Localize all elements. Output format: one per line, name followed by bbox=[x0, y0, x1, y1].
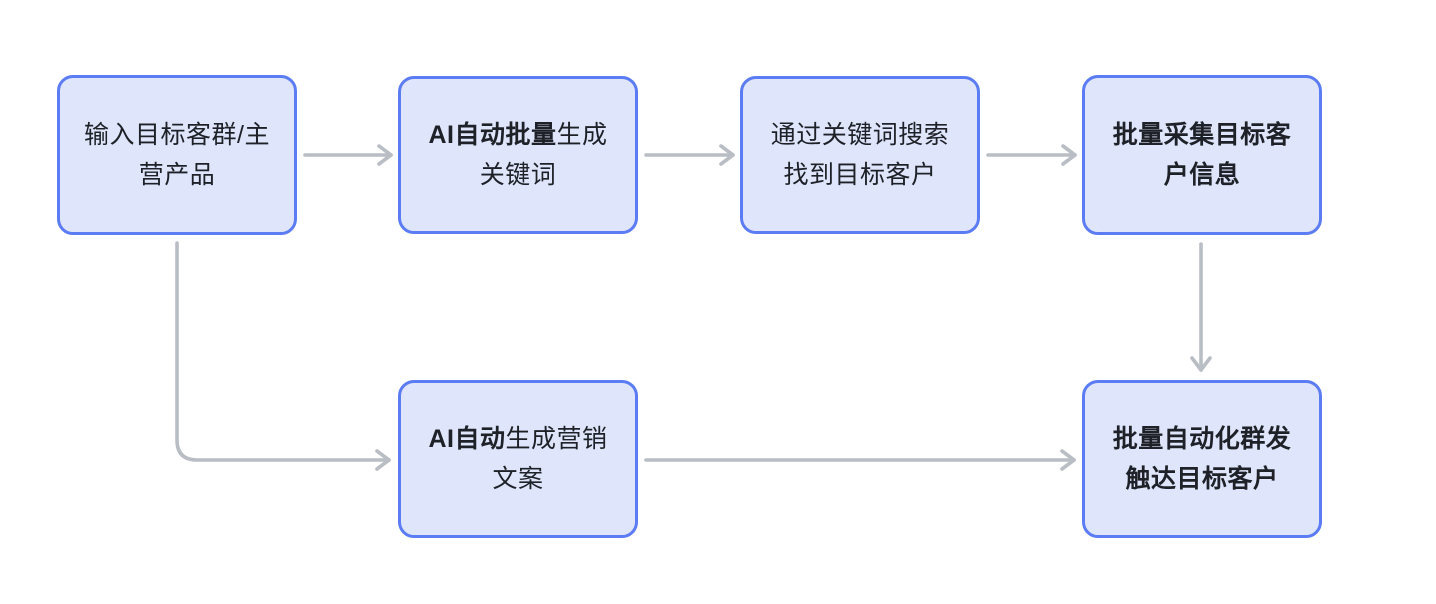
node-text-line: 关键词 bbox=[480, 155, 557, 195]
node-text-segment: 触达目标客户 bbox=[1125, 465, 1279, 493]
node-text-segment: 输入目标客群/主 bbox=[84, 121, 270, 149]
node-text-segment: 批量采集目标客 bbox=[1112, 121, 1292, 149]
node-text-segment: 营产品 bbox=[138, 161, 216, 189]
node-text-line: 通过关键词搜索 bbox=[771, 115, 950, 155]
node-text-segment: 文案 bbox=[492, 465, 544, 493]
node-text-line: 触达目标客户 bbox=[1125, 459, 1278, 499]
flow-node-ai-batch-generate-keywords: AI自动批量生成关键词 bbox=[398, 76, 638, 234]
node-text-segment: 生成 bbox=[556, 121, 608, 149]
edges-group bbox=[175, 144, 1212, 471]
node-text-segment: AI自动批量 bbox=[428, 121, 557, 149]
node-text-segment: AI自动 bbox=[428, 425, 506, 453]
node-text-line: AI自动生成营销 bbox=[428, 419, 607, 459]
node-text-line: 文案 bbox=[492, 459, 543, 499]
node-text-segment: 批量自动化群发 bbox=[1112, 425, 1292, 453]
node-text-segment: 通过关键词搜索 bbox=[770, 121, 950, 149]
node-text-segment: 生成营销 bbox=[505, 425, 608, 453]
flow-node-batch-collect-customer-info: 批量采集目标客户信息 bbox=[1082, 75, 1322, 235]
node-text-line: 营产品 bbox=[139, 155, 216, 195]
node-text-line: 户信息 bbox=[1164, 155, 1241, 195]
node-text-line: 批量采集目标客 bbox=[1113, 115, 1292, 155]
flow-node-batch-auto-mass-send-reach-customers: 批量自动化群发触达目标客户 bbox=[1082, 380, 1322, 538]
edge-input-to-copywriting bbox=[175, 241, 391, 471]
flow-node-ai-generate-marketing-copy: AI自动生成营销文案 bbox=[398, 380, 638, 538]
flow-node-keyword-search-find-customers: 通过关键词搜索找到目标客户 bbox=[740, 76, 980, 234]
node-text-segment: 户信息 bbox=[1163, 161, 1241, 189]
node-text-segment: 关键词 bbox=[479, 161, 557, 189]
node-text-line: 输入目标客群/主 bbox=[84, 115, 270, 155]
flow-node-input-target-audience: 输入目标客群/主营产品 bbox=[57, 75, 297, 235]
node-text-line: AI自动批量生成 bbox=[428, 115, 607, 155]
node-text-line: 批量自动化群发 bbox=[1113, 419, 1292, 459]
node-text-line: 找到目标客户 bbox=[783, 155, 936, 195]
node-text-segment: 找到目标客户 bbox=[783, 161, 937, 189]
